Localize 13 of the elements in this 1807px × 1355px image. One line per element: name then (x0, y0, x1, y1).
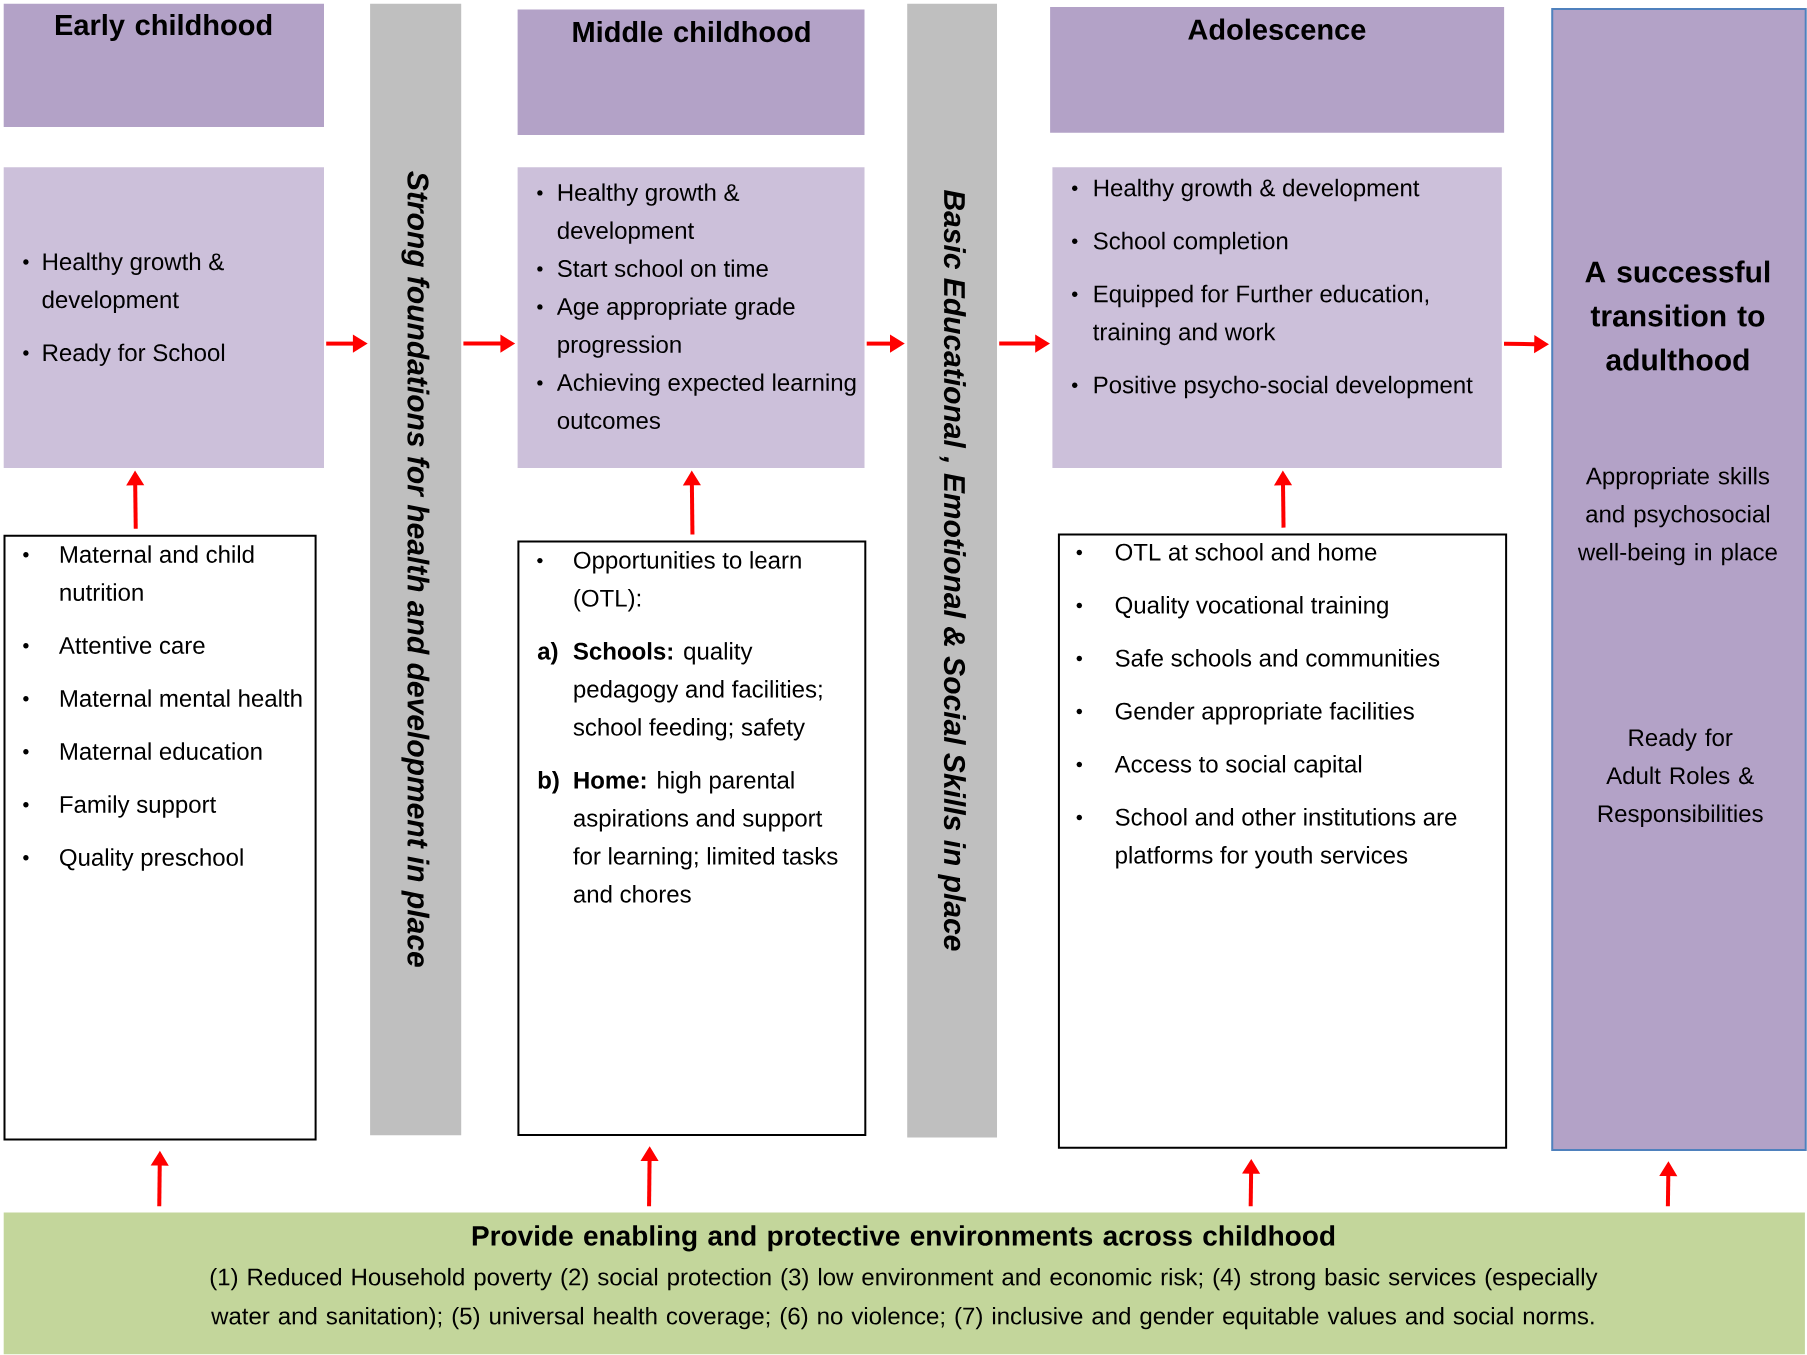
outcome-column: A successful transition to adulthood Appropriate skills and psychosocial well-being in place Ready for Adult Roles & Responsibilities (1551, 8, 1807, 1151)
banner-band: Basic Educational , Emotional & Social Skills in place (907, 3, 997, 1138)
header-box: Middle childhood (517, 9, 865, 135)
input-box: Maternal and child nutrition Attentive care Maternal mental health Maternal education Family support Quality preschool (3, 534, 317, 1141)
outcome-box: Healthy growth & development Start school on time Age appropriate grade progression Achieving expected learning outcomes (517, 167, 865, 469)
input-box: Opportunities to learn (OTL): a) Schools: quality pedagogy and facilities; school feeding; safety b) Home: high parental aspirations and support for learning; limited tasks and chores (517, 540, 867, 1136)
header-box: Early childhood (3, 3, 324, 127)
outcome-box: Healthy growth & development School completion Equipped for Further education, training and work Positive psycho-social development (1052, 167, 1502, 469)
environment-panel: Provide enabling and protective environments across childhood (1) Reduced Household poverty (2) social protection (3) low environment and economic risk; (4) strong basic services (especially water and sanitation); (5) universal health coverage; (6) no violence; (7) inclusive and gender equitable values and social norms. (3, 1212, 1805, 1355)
input-box: OTL at school and home Quality vocational training Safe schools and communities Gender appropriate facilities Access to social capital School and other institutions are platforms for youth services (1057, 533, 1508, 1149)
outcome-box: Healthy growth & development Ready for School (3, 167, 324, 469)
header-box: Adolescence (1050, 7, 1505, 133)
banner-band: Strong foundations for health and development in place (370, 3, 462, 1136)
